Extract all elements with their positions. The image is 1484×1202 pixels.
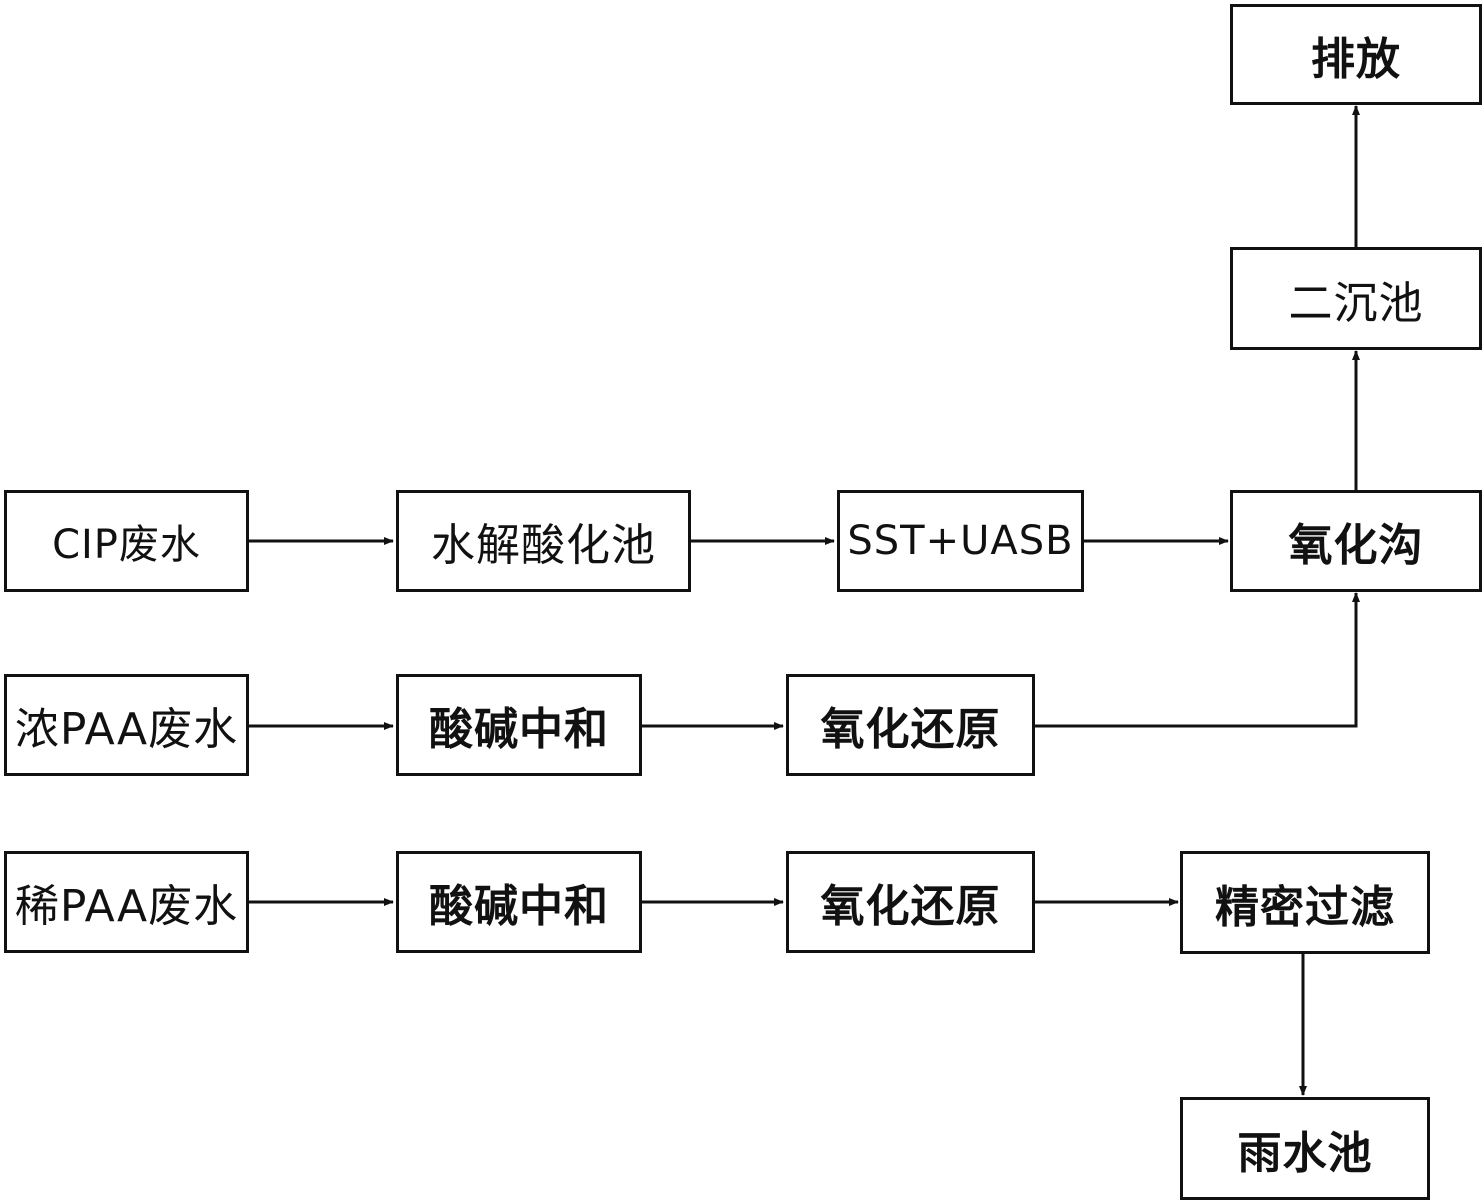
node-discharge: 排放 (1230, 4, 1482, 105)
node-precision-filtration: 精密过滤 (1180, 851, 1430, 954)
arrow-redox-1-to-oxidation-ditch (1035, 592, 1360, 728)
node-oxidation-ditch: 氧化沟 (1230, 490, 1482, 592)
node-concentrated-paa-wastewater: 浓PAA废水 (4, 674, 249, 776)
node-redox-1: 氧化还原 (786, 674, 1035, 776)
node-sst-uasb: SST+UASB (837, 490, 1084, 592)
node-dilute-paa-wastewater: 稀PAA废水 (4, 851, 249, 953)
node-secondary-clarifier: 二沉池 (1230, 247, 1482, 350)
node-acid-base-neutralization-2: 酸碱中和 (396, 851, 642, 953)
node-acid-base-neutralization-1: 酸碱中和 (396, 674, 642, 776)
node-cip-wastewater: CIP废水 (4, 490, 249, 592)
node-rainwater-pool: 雨水池 (1180, 1097, 1430, 1200)
node-hydrolysis-acidification-tank: 水解酸化池 (396, 490, 691, 592)
node-redox-2: 氧化还原 (786, 851, 1035, 953)
